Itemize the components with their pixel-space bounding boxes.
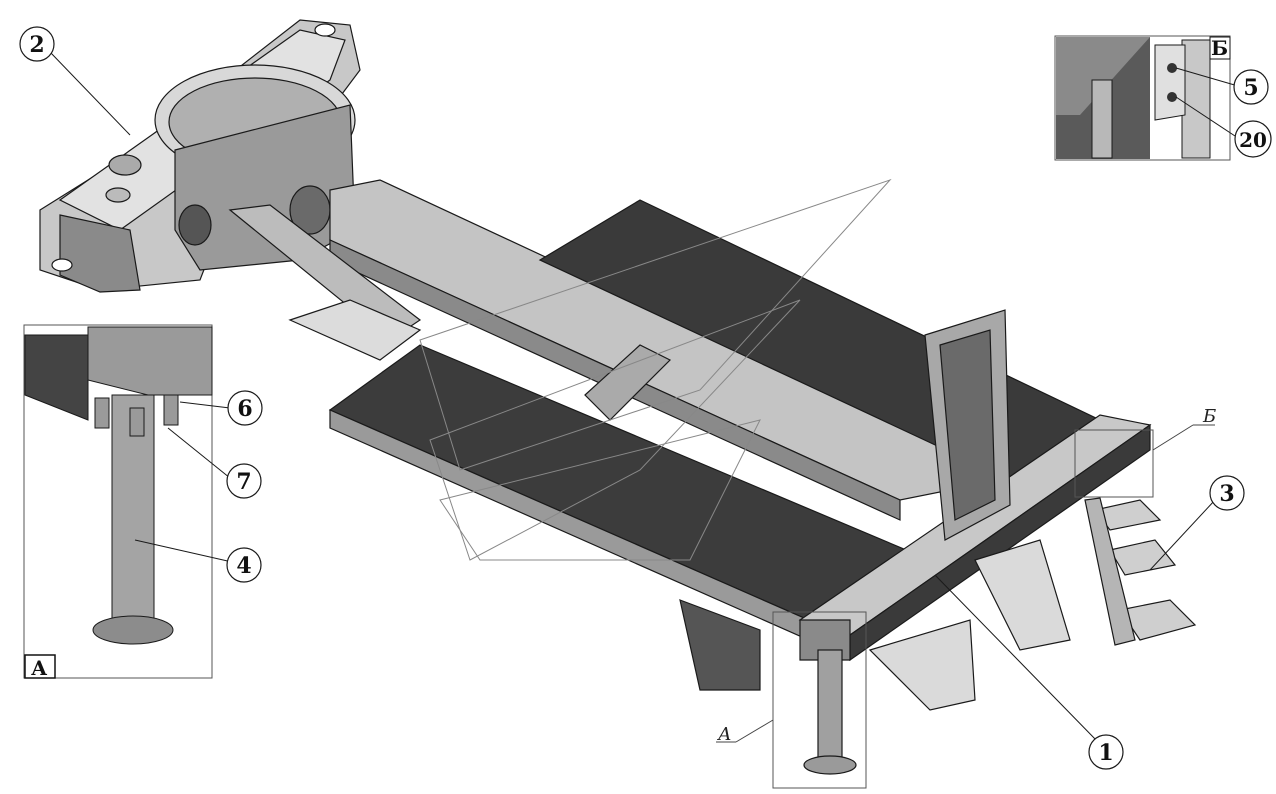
frame-drawing [39, 19, 1197, 775]
callout-3: 3 [1209, 475, 1245, 511]
callout-6: 6 [227, 390, 263, 426]
callout-2-text: 2 [29, 32, 44, 58]
mid-bracket [288, 299, 422, 361]
callout-5: 5 [1233, 69, 1269, 105]
inset-b-rail-right [1181, 39, 1211, 159]
leader-5 [1175, 67, 1239, 87]
leader-4 [134, 539, 233, 563]
callout-6-text: 6 [237, 396, 252, 422]
mount-pin [105, 187, 131, 203]
view-b-leader [1152, 424, 1194, 451]
view-a-label: А [716, 724, 732, 745]
leader-3 [1149, 499, 1216, 571]
step-lower [1119, 599, 1197, 641]
inset-a-label: А [31, 656, 48, 680]
outrigger-leg [817, 649, 843, 761]
view-b-label: Б [1202, 406, 1216, 427]
callout-5-text: 5 [1243, 75, 1258, 101]
callout-7: 7 [226, 463, 262, 499]
inset-b: Б [1054, 35, 1231, 161]
callout-1-text: 1 [1098, 740, 1113, 766]
inset-b-bolt-upper [1167, 63, 1177, 73]
callout-7-text: 7 [236, 469, 251, 495]
callout-4-text: 4 [236, 553, 251, 579]
mount-hole-rear [314, 23, 336, 37]
watermark-logo [419, 178, 892, 561]
step-mid [1109, 539, 1177, 576]
inset-b-rail-left [1091, 79, 1113, 159]
housing-port-left [178, 204, 212, 246]
leader-2 [49, 51, 131, 136]
callout-4: 4 [226, 547, 262, 583]
leader-7 [167, 427, 231, 479]
platform-skirt [679, 599, 761, 691]
callout-3-text: 3 [1219, 481, 1234, 507]
view-b-frame [1074, 429, 1154, 498]
view-a-leader [735, 719, 774, 743]
inset-b-label: Б [1211, 36, 1228, 60]
inset-b-plate [1154, 44, 1186, 121]
inset-a-pad [92, 615, 174, 645]
inset-a-label-box [24, 654, 56, 679]
callout-20: 20 [1234, 120, 1272, 158]
callout-20-text: 20 [1239, 128, 1267, 152]
callout-2: 2 [19, 26, 55, 62]
mount-boss [108, 154, 142, 176]
step-stringer [1084, 497, 1136, 646]
inset-a-block [87, 326, 213, 396]
view-a-frame [772, 611, 867, 789]
leader-6 [179, 401, 231, 409]
leader-1 [934, 574, 1099, 743]
leader-lines [49, 51, 1239, 743]
inset-a: А [23, 324, 213, 680]
bracket-left [868, 619, 976, 711]
inset-b-face [1056, 37, 1150, 115]
inset-b-bolt-lower [1167, 92, 1177, 102]
inset-a-bolt-2 [129, 407, 145, 437]
leader-20 [1175, 96, 1236, 137]
callout-1: 1 [1088, 734, 1124, 770]
cross-tube [584, 344, 672, 421]
inset-a-bolt-1 [94, 397, 110, 429]
rear-upright-shadow [939, 329, 996, 521]
mount-hole-front [51, 258, 73, 272]
inset-b-label-box [1209, 36, 1231, 60]
bracket-right [974, 539, 1071, 651]
outrigger-pad [803, 755, 857, 775]
inset-a-beam [24, 334, 89, 421]
inset-a-bolt-3 [163, 394, 179, 426]
diagonal-brace [228, 204, 422, 341]
